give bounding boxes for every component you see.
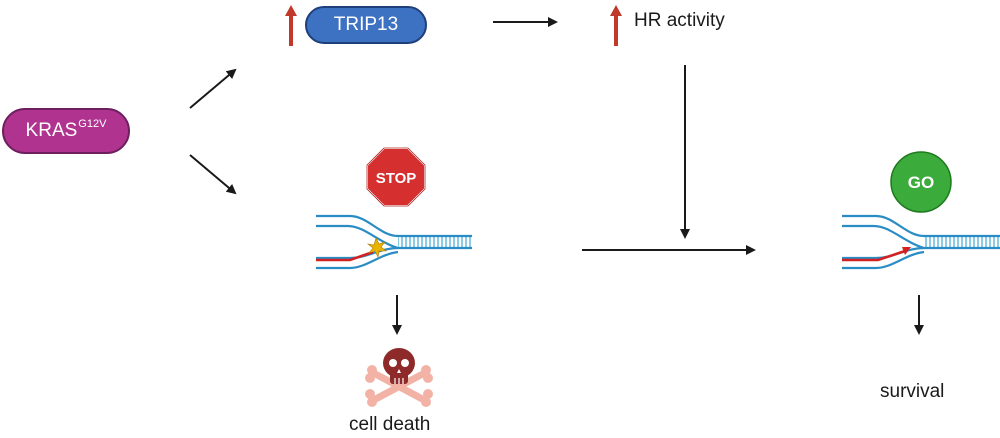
- kras-label: KRAS: [25, 120, 78, 141]
- stop-sign-icon: [366, 147, 426, 207]
- up-arrow-icon: [610, 5, 622, 46]
- cell-death-label: cell death: [349, 414, 431, 435]
- up-arrow-icon: [285, 5, 297, 46]
- lesion-icon: [366, 237, 387, 258]
- dna-fork-icon: [842, 214, 1000, 270]
- trip13-node: TRIP13: [305, 6, 427, 44]
- kras-mutation-superscript: G12V: [78, 118, 107, 130]
- stop-sign-label: STOP: [376, 170, 417, 187]
- go-sign-icon: [890, 151, 952, 213]
- survival-label: survival: [880, 381, 945, 402]
- skull-crossbones-icon: [365, 348, 433, 407]
- arrow-kras-to-trip13: [189, 68, 237, 109]
- hr-activity-label: HR activity: [634, 10, 725, 31]
- dna-fork-icon: [316, 214, 472, 270]
- trip13-label: TRIP13: [333, 14, 399, 35]
- arrow-kras-to-fork: [189, 154, 237, 195]
- go-sign-label: GO: [908, 173, 934, 192]
